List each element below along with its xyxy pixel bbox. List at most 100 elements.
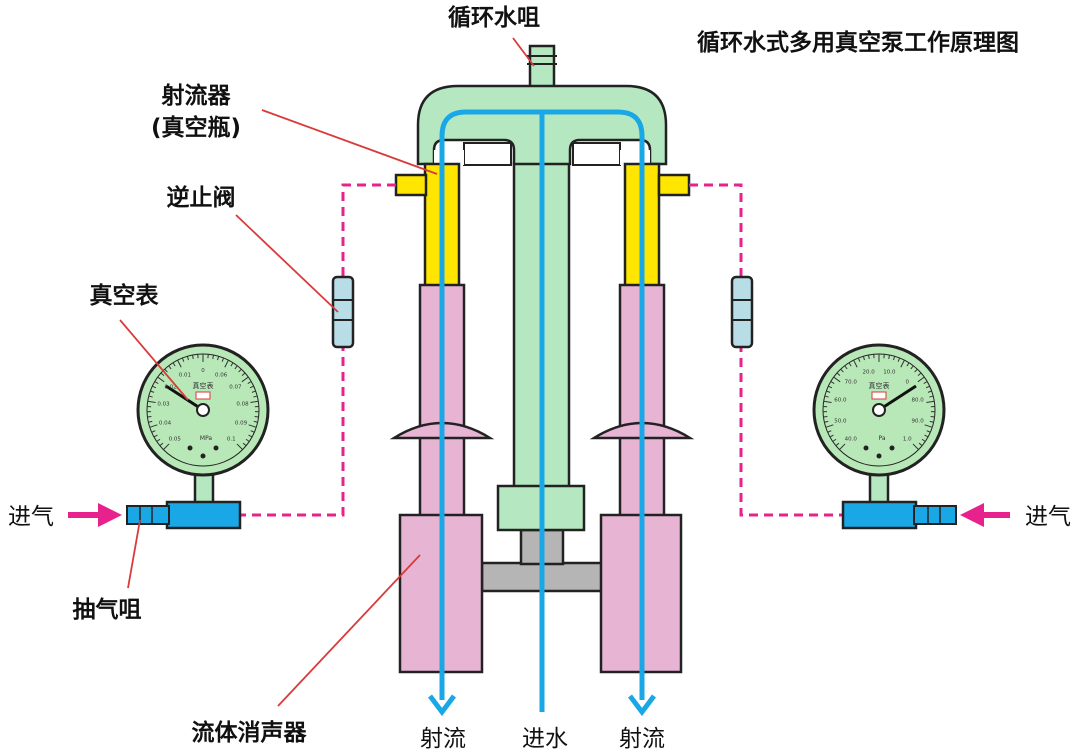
gauge-tick	[835, 442, 840, 447]
gauge-tick	[192, 354, 194, 360]
gauge-tick	[914, 368, 918, 373]
gauge-tick	[253, 395, 258, 398]
gauge-tick	[245, 438, 250, 442]
gauge-right-unit: Pa	[878, 435, 885, 442]
gauge-tick	[217, 356, 220, 361]
gauge-dial-label: 0.08	[236, 402, 249, 408]
gauge-tick	[149, 424, 158, 428]
gauge-tick	[836, 372, 841, 376]
gauge-tick	[923, 381, 928, 384]
gauge-connector-right	[841, 500, 918, 530]
gauge-tick	[236, 443, 243, 450]
gauge-tick	[927, 390, 932, 393]
gauge-tick	[893, 356, 896, 361]
gauge-tick	[147, 416, 152, 418]
gauge-tick	[181, 357, 185, 362]
gauge-dial-label: 40.0	[845, 436, 858, 442]
gauge-dial-label: 0.03	[157, 402, 170, 408]
label-water-in: 进水	[522, 726, 568, 752]
gauge-tick	[177, 359, 182, 368]
gauge-tick	[253, 420, 258, 423]
gauge-tick	[833, 376, 841, 383]
water-flow	[439, 109, 645, 712]
gauge-dial-label: 0.04	[159, 420, 172, 426]
side-port-left	[394, 173, 428, 197]
gauge-tick	[212, 354, 214, 360]
gauge-tick	[163, 443, 170, 450]
gauge-dial-label: 0	[201, 368, 205, 374]
gauge-tick	[868, 354, 870, 360]
label-inlet-left: 进气	[8, 504, 54, 530]
gauge-tick	[157, 376, 165, 383]
gauge-tick	[234, 365, 238, 370]
gauge-tick	[926, 430, 931, 433]
label-water-nozzle: 循环水咀	[448, 4, 540, 31]
label-jet-left: 射流	[420, 726, 466, 752]
gauge-tick	[862, 356, 865, 361]
water-nozzle-part	[528, 44, 556, 92]
gauge-tick	[148, 420, 153, 423]
diagram-title: 循环水式多用真空泵工作原理图	[697, 29, 1019, 56]
gauge-dial-label: 0	[906, 380, 910, 386]
gauge-tick	[921, 438, 926, 442]
gauge-tick	[910, 365, 914, 370]
gauge-left-face-title: 真空表	[193, 381, 214, 390]
vacuum-gauge-left: 真空表 MPa 0.050.040.030.020.0100.060.070.0…	[126, 343, 270, 530]
gauge-tick	[150, 390, 155, 393]
gauge-tick	[825, 424, 834, 428]
gauge-tick	[826, 390, 831, 393]
gauge-tick	[152, 385, 157, 389]
gauge-tick	[829, 434, 834, 438]
gauge-right-face-title: 真空表	[869, 381, 890, 390]
label-muffler: 流体消声器	[192, 719, 308, 746]
label-check-valve: 逆止阀	[167, 184, 236, 211]
gauge-dial-label: 80.0	[912, 398, 925, 404]
gauge-tick	[917, 372, 922, 376]
gauge-dial-label: 0.05	[169, 436, 182, 442]
gauge-tick	[250, 400, 259, 403]
gauge-tick	[929, 395, 934, 398]
gauge-tick	[154, 381, 159, 384]
gauge-dial-label: 0.02	[165, 384, 177, 390]
gauge-tick	[929, 420, 934, 423]
label-vacuum-gauge: 真空表	[90, 282, 160, 309]
gauge-tick	[159, 442, 164, 447]
gauge-tick	[251, 390, 256, 393]
gauge-dial-label: 90.0	[912, 418, 925, 424]
check-valve-right	[730, 275, 754, 349]
gauge-dial-label: 70.0	[845, 380, 858, 386]
gauge-tick	[241, 372, 246, 376]
arrow-down-right	[628, 694, 656, 717]
gauge-tick	[888, 354, 890, 360]
gauge-tick	[153, 434, 158, 438]
gauge-tick	[238, 368, 242, 373]
gas-lines	[240, 183, 842, 517]
gauge-dial-label: 0.07	[229, 384, 242, 390]
gauge-tick	[248, 434, 253, 438]
label-suction-nozzle: 抽气咀	[73, 596, 142, 623]
gauge-tick	[823, 416, 828, 418]
gauge-tick	[824, 395, 829, 398]
gauge-tick	[930, 416, 935, 418]
check-valve-left	[331, 275, 355, 349]
gauge-dial-label: 0.09	[235, 420, 248, 426]
gauge-tick	[925, 385, 930, 389]
gauge-tick	[250, 430, 255, 433]
gauge-dial-label: 0.06	[215, 372, 228, 378]
gauge-tick	[924, 424, 933, 428]
gauge-tick	[839, 443, 846, 450]
gauge-tick	[828, 385, 833, 389]
gauge-tick	[221, 357, 225, 362]
gauge-tick	[848, 362, 852, 367]
gauge-tick	[248, 424, 257, 428]
gauge-tick	[827, 430, 832, 433]
gauge-tick	[168, 365, 172, 370]
gauge-tick	[897, 357, 901, 362]
gauge-tick	[830, 381, 835, 384]
gauge-tick	[164, 368, 168, 373]
gauge-tick	[148, 395, 153, 398]
gauge-tick	[917, 376, 925, 383]
gauge-dial-label: 0.01	[179, 372, 191, 378]
